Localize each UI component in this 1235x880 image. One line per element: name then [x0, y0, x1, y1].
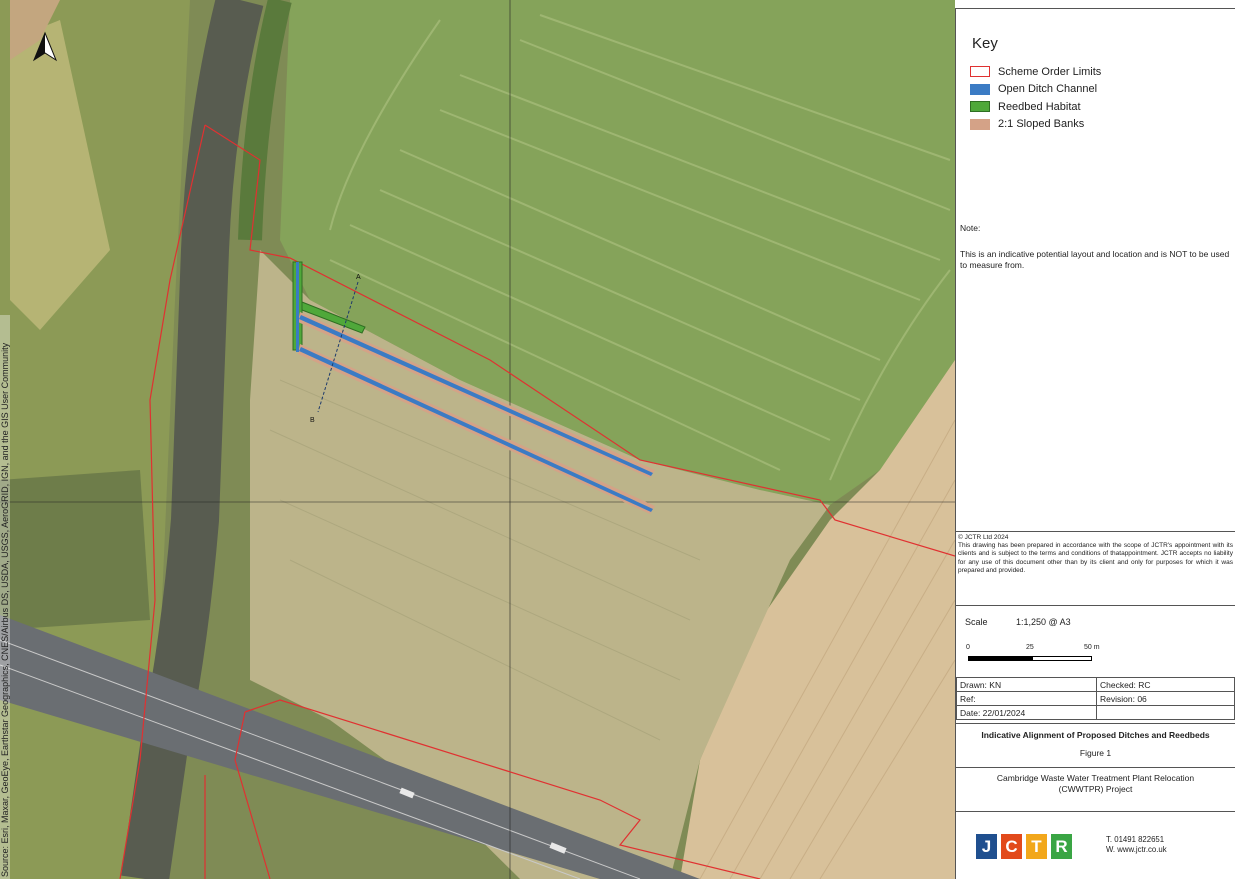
ditch-channel-lower[interactable] — [299, 347, 653, 512]
scale-label: Scale — [965, 617, 988, 627]
north-west-plot — [10, 0, 60, 60]
project-box: Cambridge Waste Water Treatment Plant Re… — [956, 767, 1235, 811]
tramlines — [329, 14, 951, 481]
legend-item: Scheme Order Limits — [970, 63, 1101, 81]
section-end-label: B — [310, 417, 315, 424]
copyright-owner: © JCTR Ltd 2024 — [958, 534, 1009, 541]
legend-label: 2:1 Sloped Banks — [998, 118, 1085, 131]
map-attribution: Source: Esri, Maxar, GeoEye, Earthstar G… — [0, 315, 10, 879]
scale-tick-25: 25 — [1026, 644, 1034, 651]
scale-bar-white — [1032, 656, 1092, 661]
scale-bar-black — [968, 656, 1032, 661]
scale-tick-0: 0 — [966, 644, 970, 651]
section-start-label: A — [356, 274, 361, 281]
contact-details: T. 01491 822651 W. www.jctr.co.uk — [1106, 835, 1167, 854]
legend-item: 2:1 Sloped Banks — [970, 116, 1101, 134]
scale-tick-50: 50 m — [1084, 644, 1100, 651]
ditch-channel-west[interactable] — [296, 262, 299, 352]
scale-value: 1:1,250 @ A3 — [1016, 617, 1071, 627]
logo-letter-tile: J — [976, 834, 997, 859]
north-arrow-icon — [32, 31, 58, 62]
scale-box: Scale 1:1,250 @ A3 0 25 50 m — [956, 605, 1235, 677]
copyright-block: © JCTR Ltd 2024 This drawing has been pr… — [956, 531, 1235, 578]
logo-letter-tile: C — [1001, 834, 1022, 859]
road — [0, 615, 700, 879]
project-code: (CWWTPR) Project — [1058, 784, 1133, 794]
reedbed-north[interactable] — [301, 301, 366, 334]
note-text: This is an indicative potential layout a… — [960, 249, 1230, 270]
figure-title-box: Indicative Alignment of Proposed Ditches… — [956, 723, 1235, 767]
map-canvas: A B — [0, 0, 955, 879]
project-name: Cambridge Waste Water Treatment Plant Re… — [996, 773, 1195, 783]
copyright-text: This drawing has been prepared in accord… — [958, 542, 1233, 574]
logo-letter-tile: R — [1051, 834, 1072, 859]
revision: Revision: 06 — [1096, 691, 1235, 706]
ploughed-field — [680, 360, 955, 879]
drawn-by: Drawn: KN — [956, 677, 1097, 692]
vehicle — [399, 787, 415, 799]
road-markings — [0, 639, 641, 879]
river — [121, 0, 264, 879]
reference: Ref: — [956, 691, 1097, 706]
legend-item: Open Ditch Channel — [970, 81, 1101, 99]
section-line[interactable] — [317, 281, 359, 413]
riverbank-trees — [238, 0, 292, 241]
website[interactable]: W. www.jctr.co.uk — [1106, 844, 1167, 854]
figure-number: Figure 1 — [1079, 748, 1112, 758]
legend-swatch — [970, 66, 990, 78]
legend-swatch — [970, 118, 990, 130]
blank-cell — [1096, 705, 1235, 720]
ploughed-furrows — [699, 419, 955, 879]
grassland-texture — [269, 379, 701, 741]
west-grass-field — [10, 20, 110, 330]
logo-letter-tile: T — [1026, 834, 1047, 859]
scheme-order-limits[interactable] — [119, 124, 955, 879]
drawing-metadata: Drawn: KN Checked: RC Ref: Revision: 06 … — [956, 677, 1235, 720]
figure-title: Indicative Alignment of Proposed Ditches… — [981, 730, 1210, 740]
legend-swatch — [970, 83, 990, 95]
proposed-works — [292, 261, 655, 514]
crop-field — [280, 0, 955, 505]
note-title: Note: — [960, 223, 981, 233]
checked-by: Checked: RC — [1096, 677, 1235, 692]
phone-number: T. 01491 822651 — [1106, 835, 1165, 844]
ditch-channel-upper[interactable] — [299, 315, 653, 476]
drawing-date: Date: 22/01/2024 — [956, 705, 1097, 720]
legend-swatch — [970, 101, 990, 113]
legend-label: Scheme Order Limits — [998, 65, 1102, 78]
legend-label: Open Ditch Channel — [998, 83, 1098, 96]
legend-item: Reedbed Habitat — [970, 98, 1101, 116]
west-trees — [0, 470, 150, 630]
vehicle — [549, 842, 567, 854]
aerial-map[interactable]: A B Source: Esri, Maxar, GeoEye, Earthst… — [0, 0, 955, 879]
rough-grassland — [250, 250, 830, 879]
key-title: Key — [972, 35, 998, 52]
legend-label: Reedbed Habitat — [998, 100, 1081, 113]
